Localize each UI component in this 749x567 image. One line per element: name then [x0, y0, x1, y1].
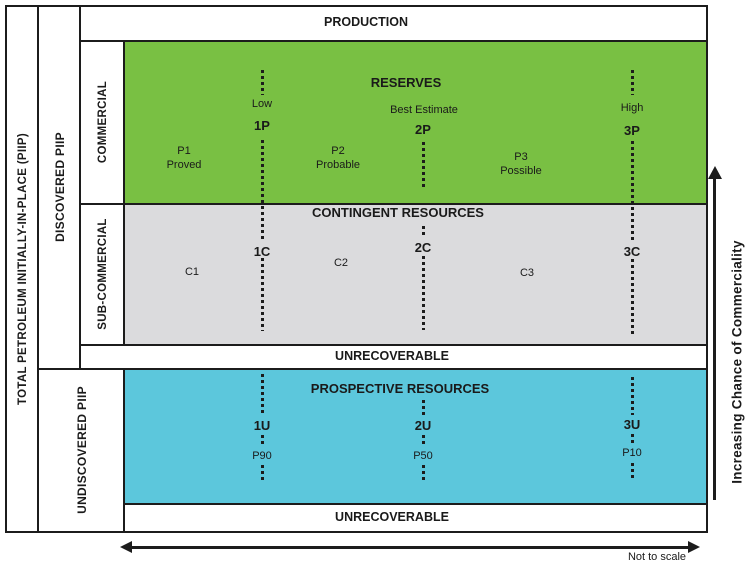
unrecoverable-bottom-row [123, 503, 708, 533]
dotted-uncertainty-line [261, 70, 264, 95]
p1-proved-label: P1 Proved [167, 145, 202, 173]
c2-label: C2 [333, 257, 349, 269]
sub-commercial-label: SUB-COMMERCIAL [97, 218, 109, 330]
1u-label: 1U [253, 418, 271, 433]
dotted-uncertainty-line [422, 256, 425, 330]
dotted-uncertainty-line [631, 141, 634, 242]
p1-code: P1 [177, 145, 191, 157]
not-to-scale-label: Not to scale [627, 551, 687, 563]
undiscovered-piip-column [37, 368, 125, 533]
unrecoverable-top-label: UNRECOVERABLE [335, 349, 449, 363]
dotted-uncertainty-line [631, 463, 634, 479]
dotted-uncertainty-line [422, 400, 425, 416]
production-row [79, 5, 708, 42]
commerciality-arrow-head-icon [708, 166, 722, 179]
prospective-resources-area [123, 368, 708, 505]
commercial-label: COMMERCIAL [97, 80, 109, 164]
low-estimate-label: Low [251, 98, 273, 110]
dotted-uncertainty-line [261, 465, 264, 482]
commercial-column [79, 40, 125, 205]
total-piip-label: TOTAL PETROLEUM INITIALLY-IN-PLACE (PIIP… [17, 133, 29, 405]
p1-name: Proved [166, 158, 202, 171]
1p-label: 1P [254, 118, 270, 133]
dotted-uncertainty-line [422, 142, 425, 188]
reserves-title: RESERVES [370, 75, 442, 90]
c3-label: C3 [519, 267, 535, 279]
2u-label: 2U [414, 418, 432, 433]
dotted-uncertainty-line [422, 465, 425, 482]
p2-probable-label: P2 Probable [316, 145, 360, 173]
3c-label: 3C [623, 244, 641, 259]
dotted-uncertainty-line [631, 259, 634, 334]
dotted-uncertainty-line [422, 435, 425, 447]
uncertainty-arrow-right-icon [688, 541, 700, 553]
discovered-piip-label: DISCOVERED PIIP [53, 132, 67, 242]
p2-code: P2 [331, 145, 345, 157]
p3-code: P3 [514, 151, 528, 163]
commerciality-axis-label: Increasing Chance of Commerciality [729, 240, 745, 484]
dotted-uncertainty-line [261, 258, 264, 331]
3p-label: 3P [624, 123, 640, 138]
high-estimate-label: High [620, 102, 644, 114]
commerciality-arrow-line [713, 178, 716, 500]
p2-name: Probable [315, 158, 361, 171]
dotted-uncertainty-line [261, 140, 264, 242]
dotted-uncertainty-line [631, 434, 634, 445]
p10-label: P10 [622, 447, 642, 459]
c1-label: C1 [184, 266, 200, 278]
dotted-uncertainty-line [422, 226, 425, 238]
uncertainty-range-arrow-line [131, 546, 689, 549]
best-estimate-label: Best Estimate [390, 104, 458, 116]
dotted-uncertainty-line [261, 435, 264, 447]
production-label: PRODUCTION [323, 15, 409, 29]
p90-label: P90 [252, 450, 272, 462]
2p-label: 2P [415, 122, 431, 137]
prospective-resources-title: PROSPECTIVE RESOURCES [310, 381, 490, 396]
contingent-resources-title: CONTINGENT RESOURCES [312, 205, 484, 220]
dotted-uncertainty-line [631, 70, 634, 95]
p3-name: Possible [500, 164, 542, 177]
unrecoverable-bottom-label: UNRECOVERABLE [335, 510, 449, 524]
uncertainty-arrow-left-icon [120, 541, 132, 553]
reserves-area [123, 40, 708, 205]
discovered-piip-column [37, 5, 81, 370]
unrecoverable-top-row [79, 344, 708, 370]
p50-label: P50 [413, 450, 433, 462]
dotted-uncertainty-line [631, 377, 634, 415]
3u-label: 3U [623, 417, 641, 432]
undiscovered-piip-label: UNDISCOVERED PIIP [75, 386, 89, 514]
1c-label: 1C [253, 244, 271, 259]
2c-label: 2C [414, 240, 432, 255]
contingent-resources-area [123, 203, 708, 346]
dotted-uncertainty-line [261, 374, 264, 416]
p3-possible-label: P3 Possible [500, 151, 542, 179]
